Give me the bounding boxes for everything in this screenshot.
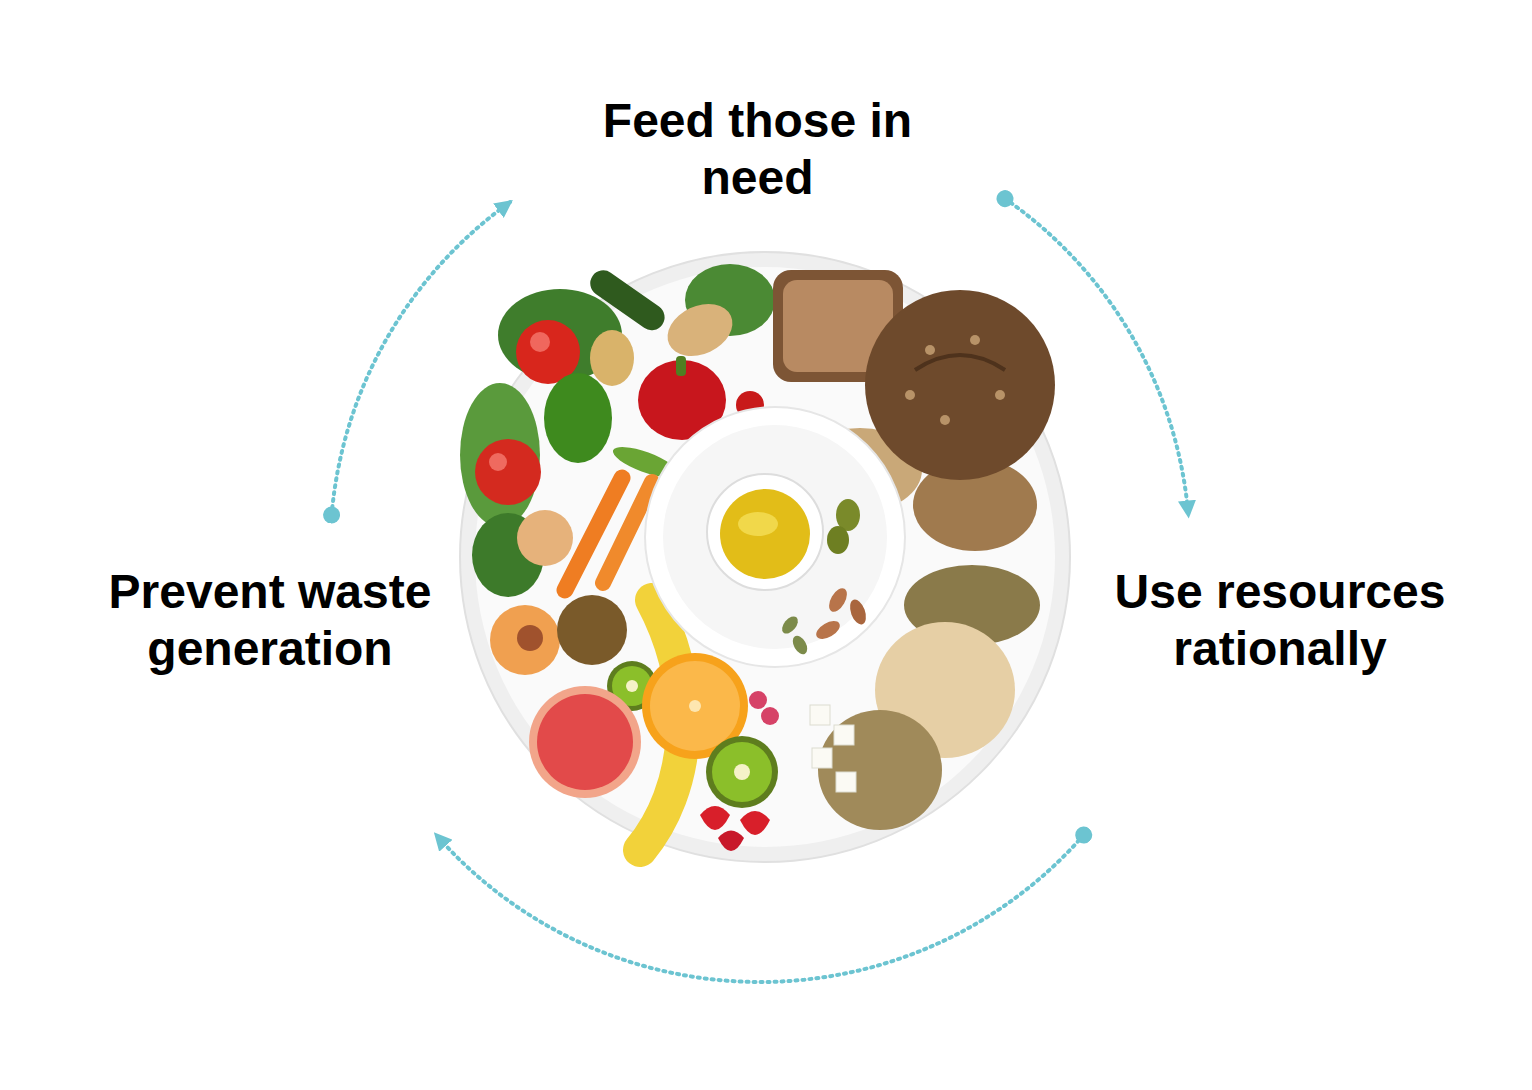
pumpkin-seed [790,633,810,656]
cycle-arrow [1005,199,1188,515]
kiwi-core [626,680,638,692]
loaf-score [915,355,1005,370]
tomato [475,439,541,505]
kiwi-core [734,764,750,780]
cycle-arrow [436,835,1083,982]
plate-surface [475,267,1055,847]
tofu-cube [836,772,856,792]
plate-rim [460,252,1070,862]
grapefruit-flesh [537,694,633,790]
cucumber [585,265,670,335]
cycle-arrow [332,202,510,515]
almond [847,597,869,626]
kiwi-flesh [712,742,772,802]
cycle-label-node: Prevent waste generation [60,515,480,835]
oil-bowl [707,474,823,590]
loaf-seed [940,415,950,425]
tofu-cube [834,725,854,745]
strawberry [740,811,770,835]
oil-shine [738,512,778,536]
lentils [818,710,942,830]
peach [490,605,560,675]
peach-pit [517,625,543,651]
potato [590,330,634,386]
loaf-seed [905,390,915,400]
loaf-seed [995,390,1005,400]
pepper-stem [676,356,686,376]
tomato-highlight [489,453,507,471]
bread-loaf [865,290,1055,480]
side-plate [645,407,905,667]
orange-flesh [650,661,740,751]
loaf-seed [970,335,980,345]
orange-core [689,700,701,712]
olive [827,526,849,554]
almond [825,585,850,615]
tofu-cube [810,705,830,725]
kiwi-slice [706,736,778,808]
tofu-cube [812,748,832,768]
green-pepper [544,373,612,463]
raspberry [749,691,767,709]
side-plate-well [663,425,887,649]
cycle-label-node: Feed those in need [510,90,1005,216]
strawberry [700,806,730,830]
leafy-greens [460,383,540,527]
raspberry [761,707,779,725]
pumpkin-seed [779,613,801,636]
cycle-label: Feed those in need [558,92,958,206]
ginger [659,294,741,366]
connector-group [332,199,1189,982]
almond [813,617,843,642]
cycle-label: Use resources rationally [1080,563,1480,677]
kiwi [557,595,627,665]
cycle-label: Prevent waste generation [70,563,470,677]
cycle-label-node: Use resources rationally [1070,515,1490,835]
strawberry [718,831,744,852]
grapefruit [529,686,641,798]
olive-oil [720,489,810,579]
onion [517,510,573,566]
tomato-highlight [530,332,550,352]
loaf-seed [925,345,935,355]
